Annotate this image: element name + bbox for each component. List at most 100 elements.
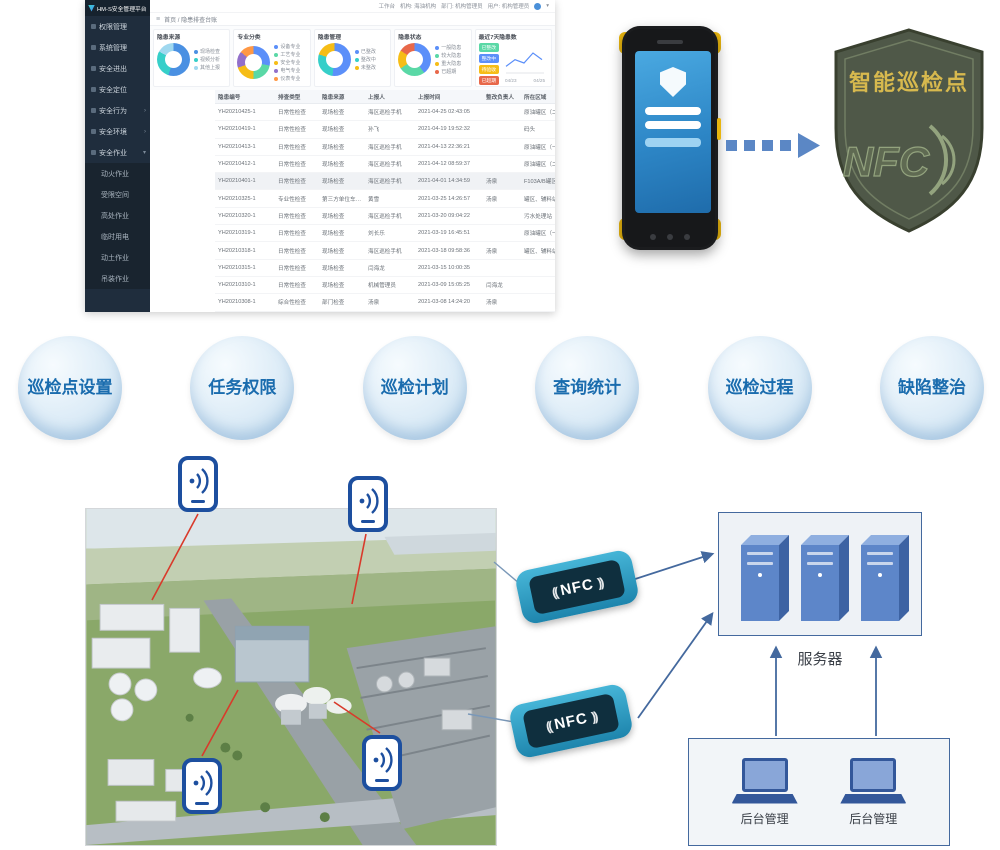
cell-report-time: 2021-03-08 14:24:20 [418,299,470,306]
hamburger-icon[interactable]: ≡ [156,15,161,23]
badge-title: 智能巡检点 [849,70,969,95]
table-header-cell: 上报时间 [418,94,441,101]
password-field[interactable] [645,121,701,129]
x-tick: 04/25 [533,77,546,83]
cell-source: 现场检查 [322,179,345,186]
charts-row: 隐患来源 现场检查 视频分析 [150,26,555,90]
cell-source: 现场检查 [322,248,345,255]
table-row[interactable]: YH20210308-1 综合性检查 部门检查 汤泉 2021-03-08 14… [215,294,555,312]
cell-hazard-id: YH20210401-1 [218,178,256,185]
legend-label: 工艺专业 [280,52,301,58]
chevron-icon: › [144,128,146,135]
menu-icon [91,66,96,71]
cell-report-time: 2021-03-20 09:04:22 [418,212,470,219]
status-badge-label: 待验收 [481,68,497,73]
table-row[interactable]: YH20210320-1 日常性检查 现场检查 海区巡检手机 2021-03-2… [215,208,555,226]
legend-item: 较大隐患 [435,52,461,59]
legend-item: 其他上报 [194,64,220,71]
nfc-wave-left-icon: (( [544,718,553,734]
sidebar-item[interactable]: 安全进出 [85,58,150,79]
legend-dot [274,52,279,57]
table-row[interactable]: YH20210412-1 日常性检查 现场检查 海区巡检手机 2021-04-1… [215,156,555,174]
logo-icon [88,4,95,12]
sidebar-subitem[interactable]: 动火作业 [85,163,150,184]
handheld-terminal [619,26,721,250]
legend-label: 仪表专业 [280,76,301,82]
legend-item: 未整改 [354,64,376,71]
legend-item: 重大隐患 [435,60,461,67]
sidebar-item[interactable]: 安全作业 ▾ [85,142,150,163]
sidebar-subitem-label: 吊装作业 [101,275,129,283]
cell-hazard-id: YH20210419-1 [218,126,256,133]
legend-item: 视频分析 [194,56,220,63]
caret-down-icon[interactable]: ▾ [546,3,549,9]
feature-circle: 巡检计划 [362,336,467,440]
login-button[interactable] [645,138,701,147]
sidebar-item[interactable]: 安全环境 › [85,121,150,142]
sidebar-subitem[interactable]: 临时用电 [85,226,150,247]
table-row[interactable]: YH20210401-1 日常性检查 现场检查 海区巡检手机 2021-04-0… [215,173,555,191]
back-key[interactable] [684,234,690,240]
donut-chart [237,46,271,79]
username-field[interactable] [645,107,701,115]
sidebar-subitem-label: 动火作业 [101,170,129,178]
legend-dot [354,49,359,54]
sidebar-item-label: 安全环境 [99,128,127,136]
sidebar-item[interactable]: 安全行为 › [85,100,150,121]
legend-dot [194,57,198,62]
table-row[interactable]: YH20210425-1 日常性检查 现场检查 海区巡检手机 2021-04-2… [215,104,555,122]
sidebar-subitem[interactable]: 高处作业 [85,205,150,226]
cell-check-type: 日常性检查 [278,213,306,220]
table-row[interactable]: YH20210310-1 日常性检查 现场检查 机械管理员 2021-03-09… [215,277,555,295]
nfc-device-screen: (( NFC )) [528,558,626,616]
server-icon [801,545,839,621]
table-row[interactable]: YH20210315-1 日常性检查 现场检查 闫海龙 2021-03-15 1… [215,260,555,277]
cell-source: 现场检查 [322,110,345,117]
chart-title: 隐患管理 [317,35,342,41]
cell-source: 现场检查 [322,144,345,151]
table-row[interactable]: YH20210319-1 日常性检查 现场检查 刘长乐 2021-03-19 1… [215,225,555,243]
donut-chart [398,43,432,76]
server-icon [741,545,779,621]
sidebar-subitem[interactable]: 吊装作业 [85,268,150,289]
app-logo: HM-S安全管理平台 [85,0,150,16]
table-header-cell: 排查类型 [278,94,301,101]
workbench-link[interactable]: 工作台 [378,4,396,10]
phone-body [622,26,718,250]
cell-report-time: 2021-03-18 09:58:36 [418,247,470,254]
cell-report-time: 2021-03-15 10:00:35 [418,264,470,271]
cell-reporter: 刘长乐 [368,231,385,238]
server-label: 服务器 [797,651,843,668]
legend-item: 电气专业 [274,67,300,74]
mobile-nfc-icon [348,476,388,537]
cell-area: 原油罐区（一期） [524,144,555,151]
server-cluster-box [718,512,922,636]
chart-legend: 现场检查 视频分析 其他上报 [194,48,220,71]
cell-hazard-id: YH20210319-1 [218,230,256,237]
legend-item: 一般隐患 [435,44,461,51]
table-row[interactable]: YH20210413-1 日常性检查 现场检查 海区巡检手机 2021-04-1… [215,139,555,156]
cell-check-type: 专业性检查 [278,196,306,203]
cell-hazard-id: YH20210413-1 [218,143,256,150]
menu-key[interactable] [650,234,656,240]
cell-reporter: 海区巡检手机 [368,248,402,255]
legend-dot [274,60,279,65]
table-row[interactable]: YH20210318-1 日常性检查 现场检查 海区巡检手机 2021-03-1… [215,242,555,260]
table-row[interactable]: YH20210325-1 专业性检查 第三方单位车辆检查 黄雪 2021-03-… [215,190,555,208]
avatar[interactable] [534,2,542,10]
sidebar-item[interactable]: 安全定位 [85,79,150,100]
sidebar-item[interactable]: 系统管理 [85,37,150,58]
mobile-nfc-icon [362,735,402,796]
table-row[interactable]: YH20210419-1 日常性检查 现场检查 孙飞 2021-04-19 19… [215,121,555,139]
legend-dot [435,61,440,66]
legend-dot [435,69,440,74]
sidebar-item[interactable]: 权限管理 [85,16,150,37]
laptop-icon [731,757,798,804]
cell-owner: 汤泉 [486,196,498,203]
home-key[interactable] [667,234,673,240]
breadcrumb[interactable]: 首页 / 隐患排查台账 [164,17,218,24]
legend-label: 现场检查 [200,49,221,55]
chart-panel-profession: 专业分类 设备专业 工艺专业 [233,29,311,87]
sidebar-subitem[interactable]: 动土作业 [85,247,150,268]
sidebar-subitem[interactable]: 受限空间 [85,184,150,205]
